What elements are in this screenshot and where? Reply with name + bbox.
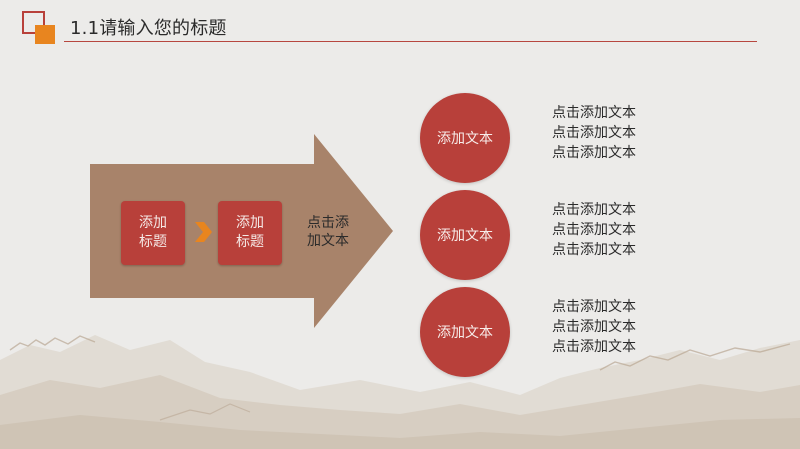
circle-label: 添加文本 [437,325,493,341]
description-line: 点击添加文本 [552,145,636,161]
logo-outline-square [22,11,45,34]
flow-box-1[interactable]: 添加标题 [121,201,185,265]
flow-box-2[interactable]: 添加标题 [218,201,282,265]
flow-box-label: 添加标题 [236,215,264,250]
description-block-2[interactable]: 点击添加文本 点击添加文本 点击添加文本 [552,200,636,260]
page-title[interactable]: 1.1请输入您的标题 [70,18,227,39]
logo-filled-square [35,25,55,44]
circle-label: 添加文本 [437,228,493,244]
description-line: 点击添加文本 [552,125,636,141]
description-block-1[interactable]: 点击添加文本 点击添加文本 点击添加文本 [552,103,636,163]
description-block-3[interactable]: 点击添加文本 点击添加文本 点击添加文本 [552,297,636,357]
description-line: 点击添加文本 [552,339,636,355]
chevron-right-icon [195,222,212,242]
description-line: 点击添加文本 [552,242,636,258]
description-line: 点击添加文本 [552,319,636,335]
flow-box-label: 添加标题 [139,215,167,250]
description-line: 点击添加文本 [552,202,636,218]
circle-item-3[interactable]: 添加文本 [420,287,510,377]
title-underline [64,41,757,42]
arrow-text[interactable]: 点击添加文本 [307,215,349,249]
description-line: 点击添加文本 [552,105,636,121]
circle-item-2[interactable]: 添加文本 [420,190,510,280]
circle-item-1[interactable]: 添加文本 [420,93,510,183]
description-line: 点击添加文本 [552,299,636,315]
circle-label: 添加文本 [437,131,493,147]
description-line: 点击添加文本 [552,222,636,238]
